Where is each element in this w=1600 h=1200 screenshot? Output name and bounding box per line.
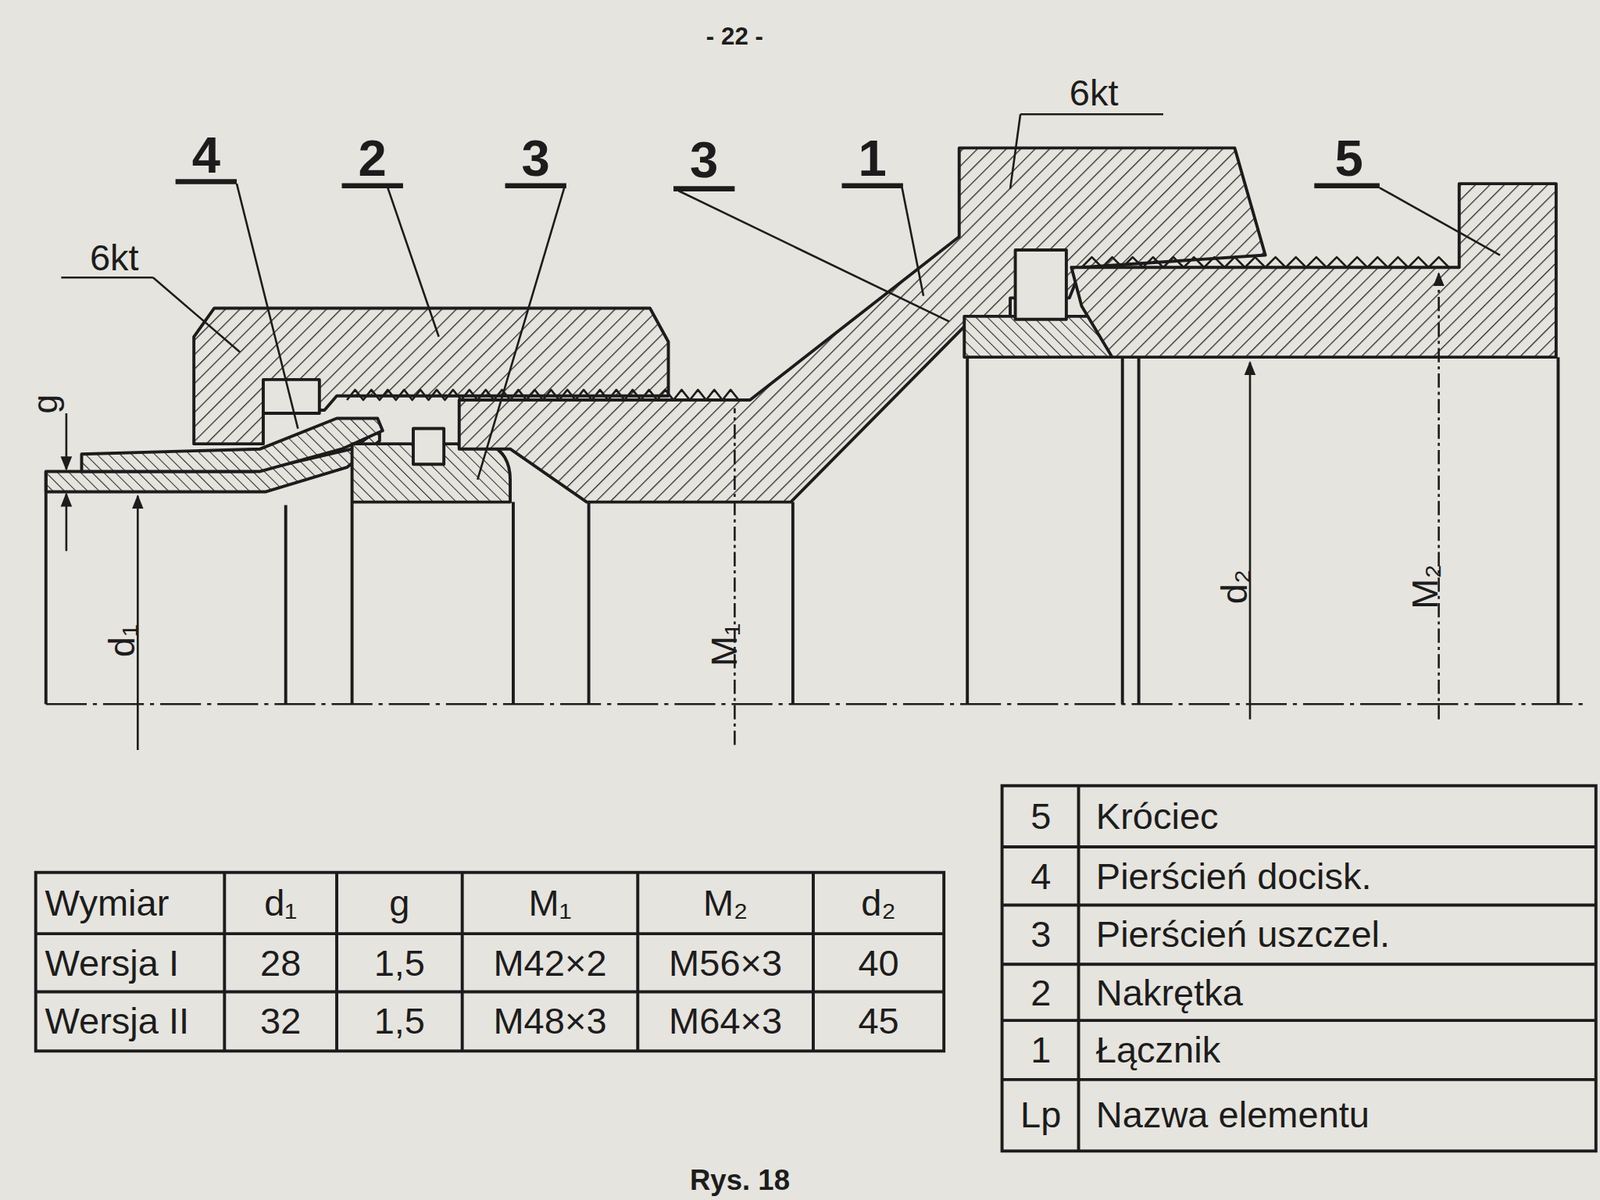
dimension-table-cell: 1,5 (339, 935, 460, 990)
dimension-table-cell: M42×2 (465, 935, 636, 990)
dimension-table-cell: 1,5 (339, 993, 460, 1050)
callout-number: 5 (1316, 132, 1383, 184)
dimension-label: d₁ (102, 610, 143, 672)
callout-number: 2 (342, 132, 404, 184)
page-number: - 22 - (663, 20, 807, 54)
dimension-table-cell: M56×3 (640, 935, 811, 990)
dimension-table-cell: 32 (227, 993, 334, 1050)
callout-number: 1 (842, 132, 904, 184)
dimension-table-cell: d₂ (816, 874, 941, 932)
parts-table-cell: 5 (1005, 787, 1077, 845)
hex-note: 6kt (1042, 73, 1146, 113)
dimension-table-cell: M64×3 (640, 993, 811, 1050)
parts-table-cell: Pierścień uszczel. (1089, 907, 1597, 963)
dimension-table-cell: Wersja II (39, 993, 229, 1050)
dimension-label: M₁ (703, 612, 745, 679)
dimension-table-cell: Wymiar (39, 874, 229, 932)
dimension-table-cell: M₁ (465, 874, 636, 932)
parts-table-cell: Nakrętka (1089, 966, 1597, 1019)
parts-table-cell: 3 (1005, 907, 1077, 963)
parts-table-cell: Króciec (1089, 787, 1597, 845)
parts-table-cell: 1 (1005, 1022, 1077, 1079)
parts-table-cell: Łącznik (1089, 1022, 1597, 1079)
dimension-table-cell: 45 (816, 993, 941, 1050)
dimension-table-cell: 28 (227, 935, 334, 990)
dimension-table-cell: M48×3 (465, 993, 636, 1050)
figure-caption: Rys. 18 (653, 1163, 827, 1198)
parts-table-cell: Lp (1005, 1081, 1077, 1149)
hex-note: 6kt (63, 239, 166, 277)
parts-table-cell: Nazwa elementu (1089, 1081, 1597, 1149)
dimension-label: d₂ (1214, 553, 1255, 620)
dimension-table-cell: 40 (816, 935, 941, 990)
dimension-label: M₂ (1405, 553, 1447, 620)
parts-table-cell: 2 (1005, 966, 1077, 1019)
parts-table-cell: Pierścień docisk. (1089, 849, 1597, 904)
callout-number: 4 (175, 130, 237, 180)
callout-number: 3 (505, 132, 567, 184)
callout-number: 3 (673, 134, 735, 186)
dimension-table-cell: Wersja I (39, 935, 229, 990)
dimension-label: g (26, 381, 64, 426)
dimension-table-cell: g (339, 874, 460, 932)
dimension-table-cell: d₁ (227, 874, 334, 932)
dimension-table-cell: M₂ (640, 874, 811, 932)
parts-table-cell: 4 (1005, 849, 1077, 904)
